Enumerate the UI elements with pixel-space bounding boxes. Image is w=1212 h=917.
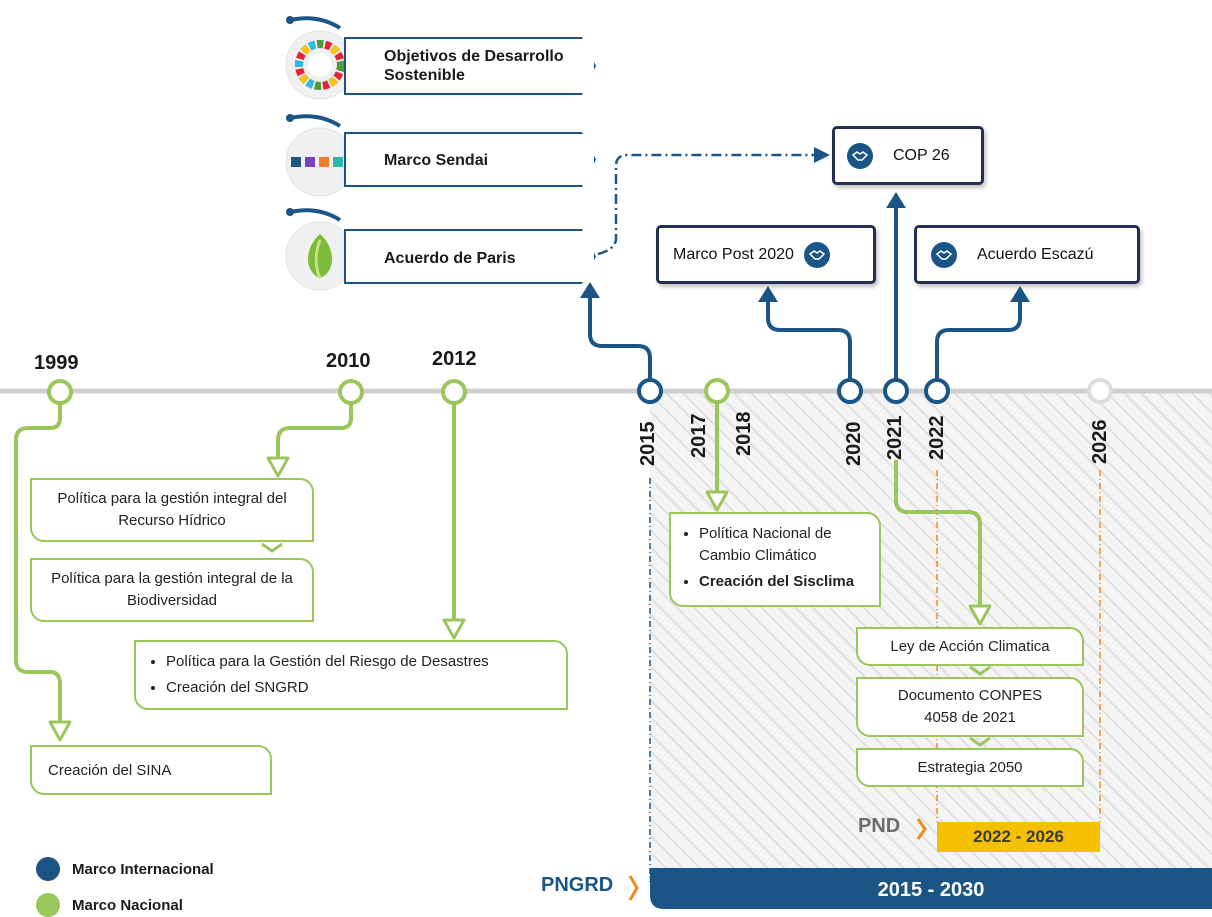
recurso-hidrico-label: Política para la gestión integral del Re…: [57, 490, 287, 529]
cop26-label: COP 26: [893, 146, 950, 164]
pnd-range: 2022 - 2026: [973, 827, 1064, 846]
node-2026: [1087, 378, 1113, 404]
arrowhead-sina: [48, 720, 72, 742]
legend-nacional-label: Marco Nacional: [72, 897, 183, 914]
year-2021: 2021: [884, 415, 906, 461]
box-sina: Creación del SINA: [30, 745, 272, 795]
year-2017: 2017: [688, 413, 710, 459]
node-2010: [338, 379, 364, 405]
arrowhead-post2020: [758, 286, 778, 302]
tag-ods: Objetivos de Desarrollo Sostenible: [344, 37, 596, 95]
chevron-ley-conpes: [969, 665, 991, 676]
node-2015: [637, 378, 663, 404]
node-2020: [837, 378, 863, 404]
node-1999: [47, 379, 73, 405]
riesgo-list: Política para la Gestión del Riesgo de D…: [144, 651, 558, 699]
node-2017: [704, 378, 730, 404]
estrategia-label: Estrategia 2050: [917, 758, 1023, 776]
post2020-label: Marco Post 2020: [673, 245, 794, 263]
pngrd-chevron-icon: [628, 875, 639, 901]
box-ley-accion: Ley de Acción Climatica: [856, 627, 1084, 666]
legend-internacional-dot: [36, 857, 60, 881]
pngrd-label: PNGRD: [541, 874, 614, 896]
cambio-list: Política Nacional de Cambio Climático Cr…: [677, 523, 873, 593]
list-item: Creación del SNGRD: [166, 677, 558, 699]
box-cambio-climatico: Política Nacional de Cambio Climático Cr…: [669, 512, 881, 607]
box-biodiversidad: Política para la gestión integral de la …: [30, 558, 314, 622]
pnd-chevron-icon: [916, 818, 927, 840]
handshake-icon: [847, 142, 873, 169]
paris-logo: [285, 208, 355, 291]
year-2012: 2012: [432, 348, 477, 370]
tag-ods-label: Objetivos de Desarrollo Sostenible: [384, 48, 564, 84]
node-2022: [924, 378, 950, 404]
node-2021: [883, 378, 909, 404]
ods-logo: [285, 16, 355, 100]
box-conpes: Documento CONPES 4058 de 2021: [856, 677, 1084, 737]
box-post2020: Marco Post 2020: [656, 225, 876, 284]
conpes-label: Documento CONPES 4058 de 2021: [897, 687, 1043, 726]
handshake-icon: [803, 241, 830, 268]
box-recurso-hidrico: Política para la gestión integral del Re…: [30, 478, 314, 542]
arrowhead-cambio: [705, 490, 729, 512]
tag-sendai-label: Marco Sendai: [384, 152, 489, 169]
box-riesgo: Política para la Gestión del Riesgo de D…: [134, 640, 568, 710]
node-2012: [441, 379, 467, 405]
year-2022: 2022: [926, 415, 948, 461]
arrowhead-cop26: [886, 192, 906, 208]
year-2026: 2026: [1089, 419, 1111, 465]
arrowhead-link-cop26: [814, 147, 830, 163]
escazu-label: Acuerdo Escazú: [977, 245, 1094, 263]
list-item: Política Nacional de Cambio Climático: [699, 523, 873, 567]
arrowhead-paris: [580, 282, 600, 298]
year-1999: 1999: [34, 352, 79, 374]
arrowhead-escazu: [1010, 286, 1030, 302]
handshake-icon: [931, 241, 957, 268]
year-2020: 2020: [843, 421, 865, 467]
pnd-label: PND: [858, 815, 901, 837]
tag-paris-label: Acuerdo de Paris: [384, 250, 516, 267]
list-item: Creación del Sisclima: [699, 571, 873, 593]
biodiversidad-label: Política para la gestión integral de la …: [51, 570, 293, 609]
sendai-logo: [285, 114, 355, 197]
connector-2022: [935, 300, 1022, 380]
chevron-hidrico-biodiversidad: [261, 542, 283, 553]
sina-label: Creación del SINA: [48, 762, 172, 779]
box-estrategia: Estrategia 2050: [856, 748, 1084, 787]
ley-accion-label: Ley de Acción Climatica: [890, 637, 1050, 655]
year-2015: 2015: [637, 421, 659, 467]
year-2010: 2010: [326, 350, 371, 372]
paris-to-cop26-link: [597, 153, 814, 256]
tag-paris: Acuerdo de Paris: [344, 229, 596, 284]
arrowhead-hidrico: [266, 456, 290, 478]
year-2018: 2018: [733, 411, 755, 457]
connector-2020: [766, 300, 852, 380]
pnd-bar: [937, 822, 1100, 852]
list-item: Política para la Gestión del Riesgo de D…: [166, 651, 558, 673]
chevron-conpes-estrategia: [969, 736, 991, 747]
box-escazu: Acuerdo Escazú: [914, 225, 1140, 284]
pngrd-bar: [650, 868, 1212, 909]
connector-1999: [14, 403, 62, 722]
box-cop26: COP 26: [832, 126, 984, 185]
arrowhead-riesgo: [442, 618, 466, 640]
connector-2010: [276, 403, 353, 458]
tag-sendai: Marco Sendai: [344, 132, 596, 187]
connector-2021-green: [894, 460, 982, 606]
pngrd-range: 2015 - 2030: [877, 879, 985, 901]
legend-internacional-label: Marco Internacional: [72, 861, 214, 878]
arrowhead-ley: [968, 604, 992, 626]
connector-2015: [588, 296, 652, 380]
legend-nacional-dot: [36, 893, 60, 917]
